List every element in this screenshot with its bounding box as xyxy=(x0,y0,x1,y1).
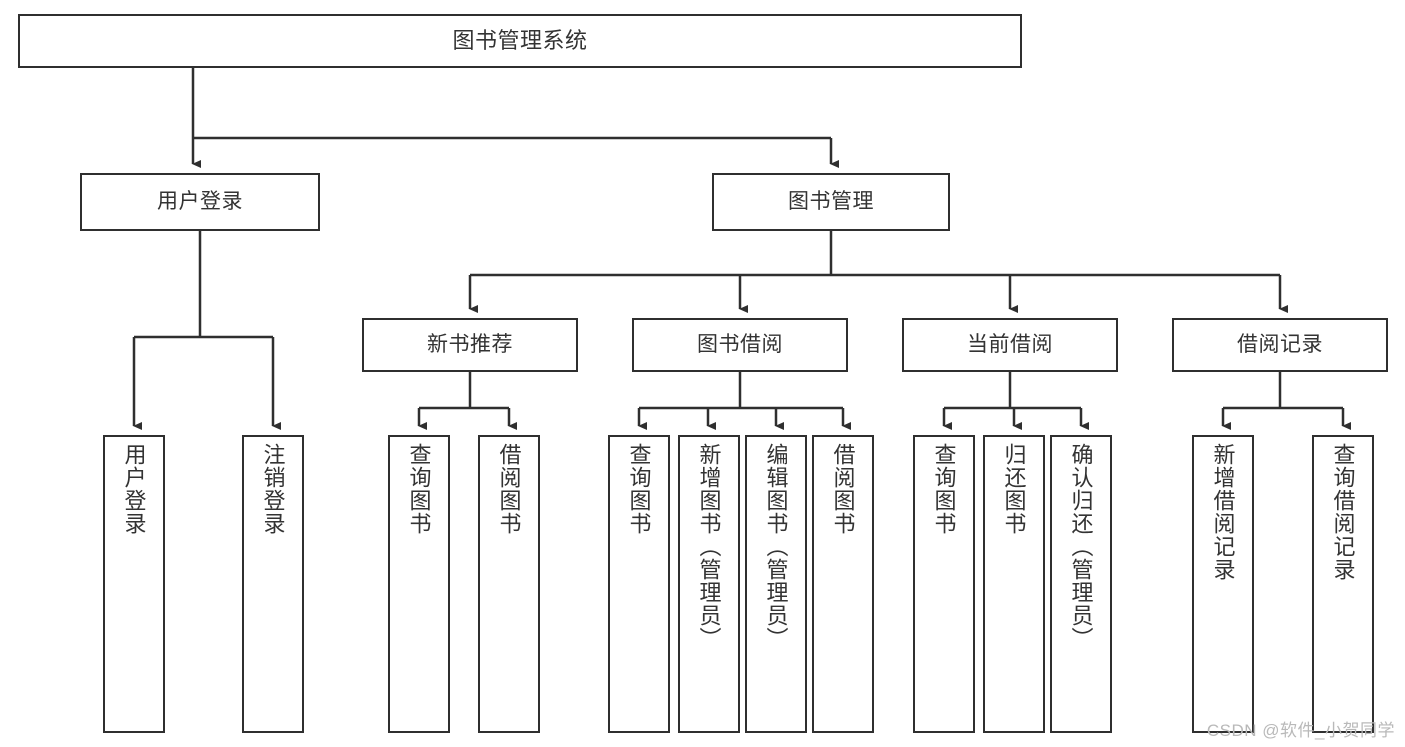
node-label: 编辑图书（管理员） xyxy=(763,443,789,650)
node-leaf-br-query[interactable]: 查询借阅记录 xyxy=(1312,435,1374,733)
node-label: 借阅记录 xyxy=(1237,333,1323,357)
node-user-login[interactable]: 用户登录 xyxy=(80,173,320,231)
node-book-borrow[interactable]: 图书借阅 xyxy=(632,318,848,372)
node-label: 图书管理系统 xyxy=(452,27,588,53)
node-label: 确认归还（管理员） xyxy=(1068,443,1094,650)
node-leaf-cb-confirm[interactable]: 确认归还（管理员） xyxy=(1050,435,1112,733)
node-label: 用户登录 xyxy=(121,443,147,535)
node-label: 归还图书 xyxy=(1001,443,1027,535)
node-book-manage[interactable]: 图书管理 xyxy=(712,173,950,231)
node-label: 查询图书 xyxy=(406,443,432,535)
node-borrow-record[interactable]: 借阅记录 xyxy=(1172,318,1388,372)
node-leaf-user-login[interactable]: 用户登录 xyxy=(103,435,165,733)
node-leaf-cb-return[interactable]: 归还图书 xyxy=(983,435,1045,733)
node-leaf-logout[interactable]: 注销登录 xyxy=(242,435,304,733)
node-leaf-nb-borrow[interactable]: 借阅图书 xyxy=(478,435,540,733)
node-leaf-nb-query[interactable]: 查询图书 xyxy=(388,435,450,733)
node-label: 查询借阅记录 xyxy=(1330,443,1356,581)
node-label: 用户登录 xyxy=(157,190,243,214)
node-label: 借阅图书 xyxy=(830,443,856,535)
node-leaf-bb-borrow[interactable]: 借阅图书 xyxy=(812,435,874,733)
node-root[interactable]: 图书管理系统 xyxy=(18,14,1022,68)
node-leaf-cb-query[interactable]: 查询图书 xyxy=(913,435,975,733)
node-current-borrow[interactable]: 当前借阅 xyxy=(902,318,1118,372)
node-leaf-bb-add[interactable]: 新增图书（管理员） xyxy=(678,435,740,733)
node-leaf-bb-edit[interactable]: 编辑图书（管理员） xyxy=(745,435,807,733)
node-label: 注销登录 xyxy=(260,443,286,535)
node-label: 新增借阅记录 xyxy=(1210,443,1236,581)
node-label: 新增图书（管理员） xyxy=(696,443,722,650)
node-label: 查询图书 xyxy=(626,443,652,535)
node-label: 图书管理 xyxy=(788,190,874,214)
node-leaf-bb-query[interactable]: 查询图书 xyxy=(608,435,670,733)
node-label: 查询图书 xyxy=(931,443,957,535)
node-label: 图书借阅 xyxy=(697,333,783,357)
node-leaf-br-add[interactable]: 新增借阅记录 xyxy=(1192,435,1254,733)
node-label: 借阅图书 xyxy=(496,443,522,535)
node-new-book-rec[interactable]: 新书推荐 xyxy=(362,318,578,372)
node-label: 当前借阅 xyxy=(967,333,1053,357)
node-label: 新书推荐 xyxy=(427,333,513,357)
